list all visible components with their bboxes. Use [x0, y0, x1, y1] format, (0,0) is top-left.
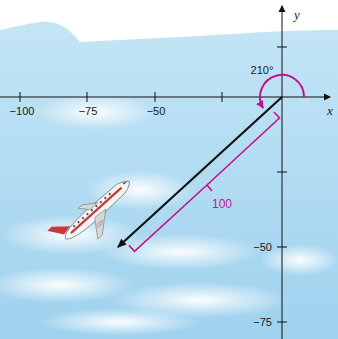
vector-arrow	[118, 97, 282, 247]
tick-label: −50	[253, 242, 272, 253]
angle-arc	[260, 75, 304, 108]
length-label: 100	[212, 198, 232, 210]
airplane	[47, 168, 144, 261]
tick-label: −75	[253, 317, 272, 328]
axis-name: y	[294, 8, 300, 21]
tick-label: −50	[147, 106, 166, 117]
length-brace	[129, 112, 280, 251]
upper-cloud	[0, 0, 338, 42]
ticks	[20, 47, 287, 322]
axis-name: x	[327, 104, 333, 117]
clouds	[0, 94, 338, 336]
angle-label: 210°	[251, 65, 274, 76]
tick-label: −75	[79, 106, 98, 117]
tick-label: −100	[10, 106, 35, 117]
